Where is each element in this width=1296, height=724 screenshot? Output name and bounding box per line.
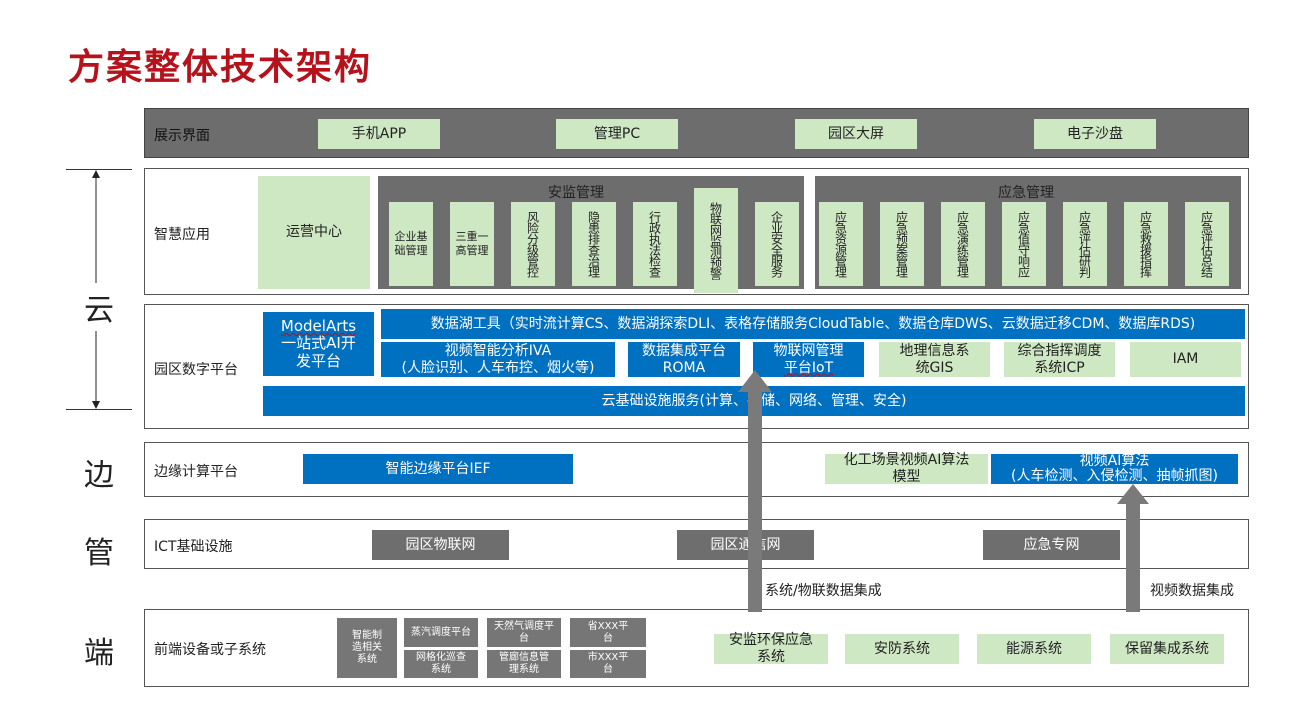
cloud-bracket-bottom-line bbox=[66, 409, 132, 410]
iot-platform-box: 物联网管理 平台IoT bbox=[753, 342, 864, 377]
frontend-security-system: 安防系统 bbox=[845, 634, 959, 664]
frontend-gas-dispatch: 天然气调度平台 bbox=[487, 618, 561, 647]
emergency-item-resource: 应急资源管理 bbox=[819, 202, 863, 286]
icp-box: 综合指挥调度系统ICP bbox=[1004, 342, 1115, 377]
ict-label: ICT基础设施 bbox=[154, 539, 233, 555]
emergency-item-rescue: 应急救援指挥 bbox=[1124, 202, 1168, 286]
edge-label: 边缘计算平台 bbox=[154, 464, 238, 480]
side-label-edge: 边 bbox=[84, 458, 114, 493]
iot-platform-name: 物联网管理 bbox=[773, 343, 844, 360]
side-label-end: 端 bbox=[84, 636, 114, 671]
frontend-pipe-gallery: 管廊信息管理系统 bbox=[487, 650, 561, 678]
iva-name: 视频智能分析IVA bbox=[444, 343, 552, 360]
frontend-retained-system: 保留集成系统 bbox=[1110, 634, 1224, 664]
modelarts-box: ModelArts 一站式AI开发平台 bbox=[263, 312, 374, 376]
chemical-ai-model: 化工场景视频AI算法模型 bbox=[825, 452, 988, 485]
modelarts-desc: 一站式AI开发平台 bbox=[281, 334, 356, 370]
system-data-integration-label: 系统/物联数据集成 bbox=[765, 583, 882, 599]
ief-box: 智能边缘平台IEF bbox=[303, 454, 573, 484]
page-title: 方案整体技术架构 bbox=[68, 47, 373, 88]
iva-desc: (人脸识别、人车布控、烟火等) bbox=[401, 359, 595, 376]
ict-item-park-iot: 园区物联网 bbox=[372, 530, 509, 560]
datalake-tools: 数据湖工具（实时流计算CS、数据湖探索DLI、表格存储服务CloudTable、… bbox=[381, 309, 1245, 339]
smart-app-label: 智慧应用 bbox=[154, 227, 210, 243]
gis-box: 地理信息系统GIS bbox=[879, 342, 990, 377]
frontend-city-platform: 市XXX平台 bbox=[570, 650, 646, 678]
frontend-steam-dispatch: 蒸汽调度平台 bbox=[404, 618, 478, 647]
display-item-sand-table: 电子沙盘 bbox=[1034, 119, 1156, 149]
video-ai-algorithm-name: 视频AI算法 bbox=[1079, 452, 1150, 469]
video-data-integration-label: 视频数据集成 bbox=[1150, 583, 1234, 599]
frontend-grid-patrol: 网格化巡查系统 bbox=[404, 650, 478, 678]
video-ai-algorithm-desc: (人车检测、入侵检测、抽帧抓图) bbox=[1011, 468, 1218, 484]
display-item-park-screen: 园区大屏 bbox=[795, 119, 917, 149]
roma-box: 数据集成平台ROMA bbox=[628, 342, 740, 377]
frontend-province-platform: 省XXX平台 bbox=[570, 618, 646, 647]
digital-platform-label: 园区数字平台 bbox=[154, 362, 238, 378]
emergency-management-title: 应急管理 bbox=[998, 185, 1054, 201]
security-item-three-one: 三重一高管理 bbox=[450, 202, 494, 286]
emergency-item-duty: 应急值守响应 bbox=[1002, 202, 1046, 286]
display-layer-label: 展示界面 bbox=[154, 128, 210, 144]
video-ai-algorithm: 视频AI算法 (人车检测、入侵检测、抽帧抓图) bbox=[991, 452, 1238, 484]
frontend-energy-system: 能源系统 bbox=[977, 634, 1091, 664]
emergency-item-plan: 应急预案管理 bbox=[880, 202, 924, 286]
system-data-integration-arrow bbox=[738, 370, 772, 612]
security-item-law-enforcement: 行政执法检查 bbox=[633, 202, 677, 286]
cloud-bracket-top-line bbox=[66, 169, 132, 170]
ict-item-park-network: 园区通信网 bbox=[677, 530, 814, 560]
security-management-title: 安监管理 bbox=[548, 185, 604, 201]
display-item-mobile-app: 手机APP bbox=[318, 119, 440, 149]
frontend-safety-env-system: 安监环保应急系统 bbox=[714, 632, 828, 665]
security-item-hazard-check: 隐患排查治理 bbox=[572, 202, 616, 286]
side-label-cloud: 云 bbox=[84, 283, 114, 331]
security-item-enterprise-service: 企业安全服务 bbox=[755, 202, 799, 286]
display-item-management-pc: 管理PC bbox=[556, 119, 678, 149]
security-item-enterprise-basic: 企业基础管理 bbox=[389, 202, 433, 286]
ops-center: 运营中心 bbox=[258, 176, 370, 289]
security-item-risk-control: 风险分级管控 bbox=[511, 202, 555, 286]
video-data-integration-arrow bbox=[1117, 484, 1149, 612]
modelarts-name: ModelArts bbox=[280, 317, 357, 336]
emergency-item-drill: 应急演练管理 bbox=[941, 202, 985, 286]
frontend-smart-manufacturing: 智能制造相关系统 bbox=[337, 618, 397, 678]
security-item-iot-warning: 物联网监测预警 bbox=[694, 188, 738, 293]
frontend-label: 前端设备或子系统 bbox=[154, 642, 266, 658]
emergency-item-assessment: 应急评估研判 bbox=[1063, 202, 1107, 286]
iva-box: 视频智能分析IVA (人脸识别、人车布控、烟火等) bbox=[381, 342, 615, 377]
iot-platform-desc: 平台IoT bbox=[783, 359, 834, 376]
ict-item-emergency-network: 应急专网 bbox=[983, 530, 1120, 560]
emergency-item-summary: 应急评估总结 bbox=[1185, 202, 1229, 286]
side-label-pipe: 管 bbox=[84, 536, 114, 571]
iam-box: IAM bbox=[1130, 342, 1241, 377]
